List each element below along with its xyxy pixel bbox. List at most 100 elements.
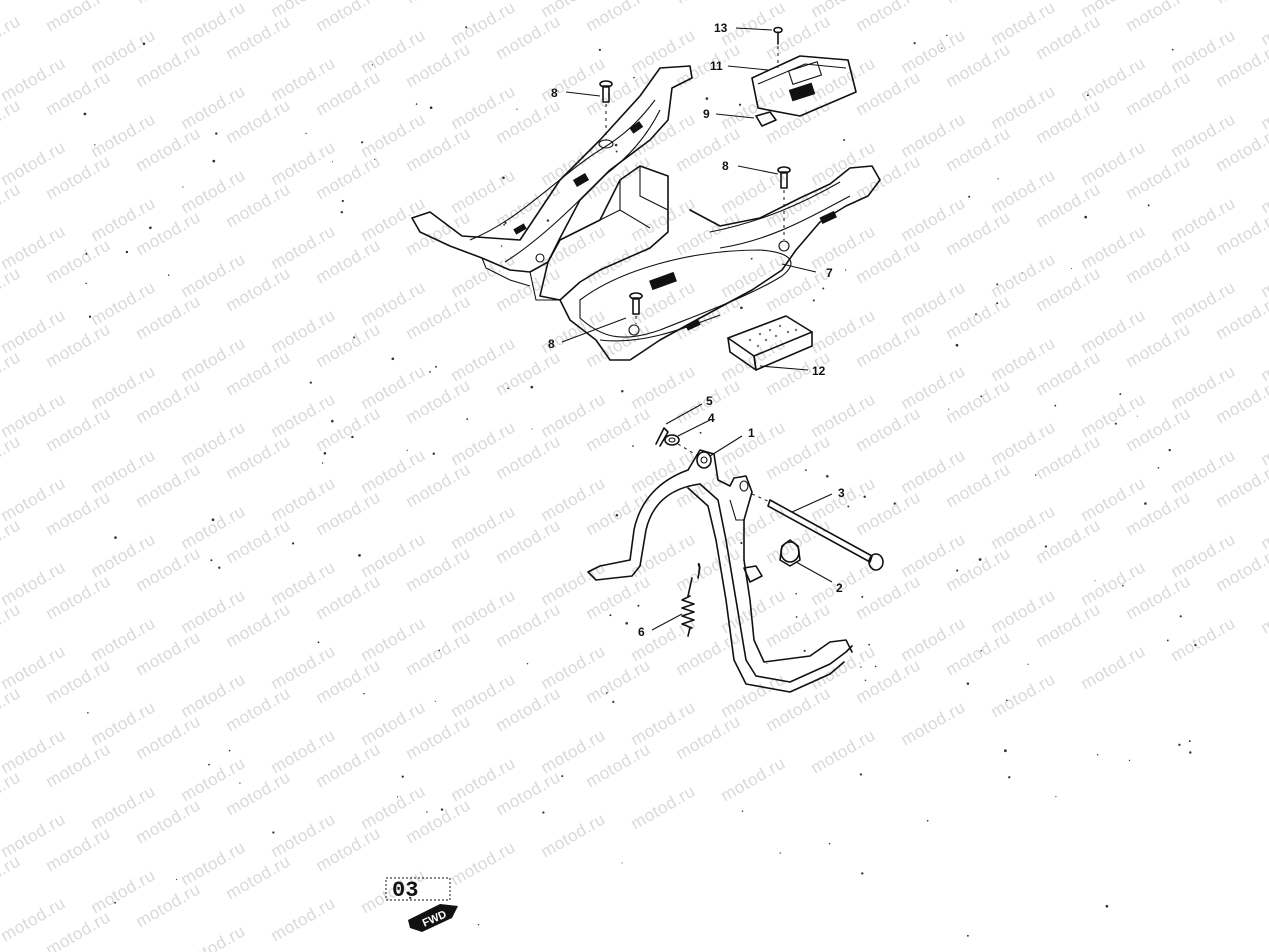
speck [561,775,564,778]
speck [353,336,356,339]
speck [859,773,862,776]
speck [1004,749,1007,753]
corner-badge: 03 FWD [385,877,458,932]
speck [860,666,862,668]
speck [625,621,629,625]
speck [363,692,365,695]
speck [406,449,408,451]
callout-2: 2 [836,581,843,595]
speck [371,64,373,66]
bolt-8-top [599,80,613,140]
speck [1166,639,1169,642]
speck [351,435,354,439]
speck [87,712,89,714]
speck [637,604,640,607]
speck [941,47,943,49]
screw-13 [773,26,783,68]
speck [1071,267,1073,270]
speck [795,616,798,618]
watermark-text: motod.ru [0,11,24,63]
speck [822,287,825,290]
speck [1119,393,1122,396]
speck [740,541,743,545]
callout-6: 6 [638,625,645,639]
floor-board-frame [411,65,881,361]
main-stand [587,449,853,693]
speck [401,775,404,778]
watermark-text: motod.ru [268,893,339,945]
fwd-arrow-icon: FWD [408,904,458,932]
speck [429,106,433,109]
speck [114,536,117,539]
speck [85,252,88,255]
callout-12: 12 [812,364,826,378]
speck [291,542,295,545]
speck [1189,751,1192,754]
speck [844,269,847,271]
watermark-text: motod.ru [1213,0,1269,7]
watermark-text: motod.ru [1258,0,1269,49]
speck [1188,740,1191,743]
speck [142,42,146,46]
speck [516,108,518,110]
speck [978,558,982,561]
watermark-text: motod.ru [43,0,114,35]
speck [1084,215,1088,219]
speck [1147,204,1150,207]
speck [415,103,418,105]
watermark-text: motod.ru [1078,641,1149,693]
speck [980,395,983,398]
callout-8-top: 8 [551,86,558,100]
speck [167,274,170,276]
speck [874,665,877,668]
speck [997,178,999,180]
watermark-text: motod.ru [943,0,1014,7]
callout-11: 11 [710,59,723,73]
watermark-text: motod.ru [673,0,744,7]
speck [864,679,867,681]
speck [598,48,602,52]
speck [546,219,550,222]
speck [766,662,768,664]
watermark-text: motod.ru [0,95,24,147]
pivot-shaft-3 [751,493,884,571]
callout-labels: 13 11 9 8 8 8 7 12 5 4 1 3 2 6 [548,21,845,639]
speck [432,452,436,455]
speck [705,97,709,100]
watermark-text: motod.ru [0,851,24,903]
watermark-text: motod.ru [1258,165,1269,217]
speck [272,831,275,834]
watermark-text: motod.ru [0,179,24,231]
speck [828,842,831,845]
speck [795,592,797,595]
speck [621,862,623,864]
speck [409,896,412,900]
speck [1178,743,1181,746]
speck [614,143,618,147]
speck [94,144,96,146]
speck [331,161,334,163]
speck [968,195,971,198]
foam-pad [727,315,813,371]
callout-1: 1 [748,426,755,440]
callout-13: 13 [714,21,728,35]
speck [1105,904,1109,908]
callout-5: 5 [706,394,713,408]
speck [114,901,117,904]
speck [149,226,152,230]
speck [1194,643,1197,647]
watermark-text: motod.ru [313,0,384,35]
speck [1121,584,1124,587]
speck [465,26,468,29]
speck [1144,502,1147,505]
callout-9: 9 [703,107,710,121]
speck [507,387,509,390]
speck [750,257,753,260]
speck [208,763,210,766]
speck [605,691,608,694]
callout-7: 7 [826,266,833,280]
speck [804,469,807,472]
clip-9 [755,111,777,127]
